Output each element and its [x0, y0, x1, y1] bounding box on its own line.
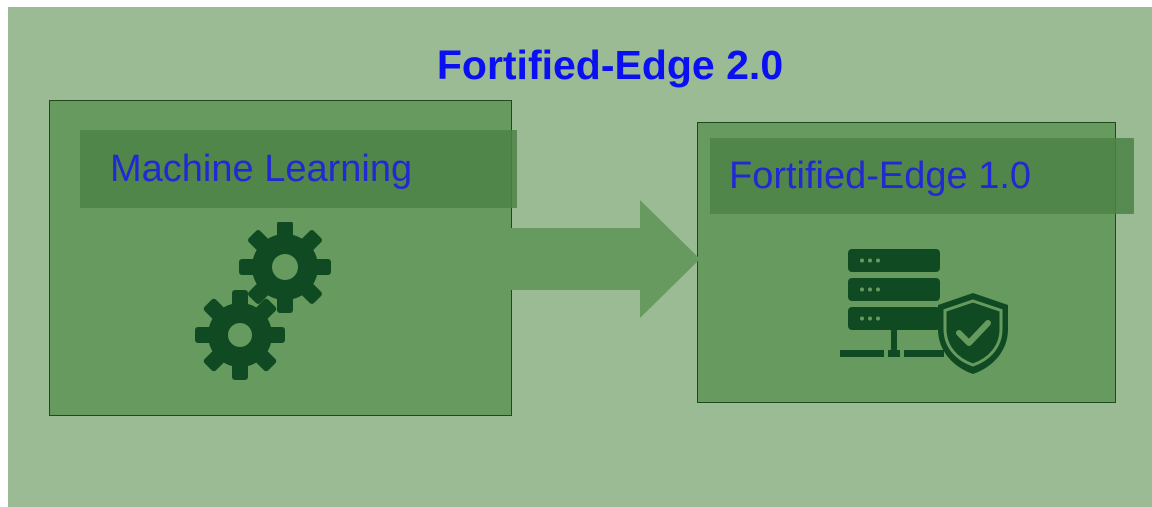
- diagram-canvas: Fortified-Edge 2.0 Machine Learning Fort…: [8, 7, 1152, 507]
- server-shield-icon: [840, 249, 1008, 374]
- machine-learning-label: Machine Learning: [80, 130, 517, 208]
- server-rack-icon: [840, 249, 944, 357]
- diagram-title: Fortified-Edge 2.0: [436, 42, 784, 88]
- fortified-edge-1-label: Fortified-Edge 1.0: [710, 138, 1134, 214]
- right-arrow-icon: [510, 200, 700, 318]
- small-gear-icon: [195, 290, 285, 380]
- arrow-shape: [510, 200, 700, 318]
- shield-check-icon: [938, 293, 1008, 374]
- gears-icon: [195, 222, 331, 380]
- large-gear-icon: [239, 222, 331, 313]
